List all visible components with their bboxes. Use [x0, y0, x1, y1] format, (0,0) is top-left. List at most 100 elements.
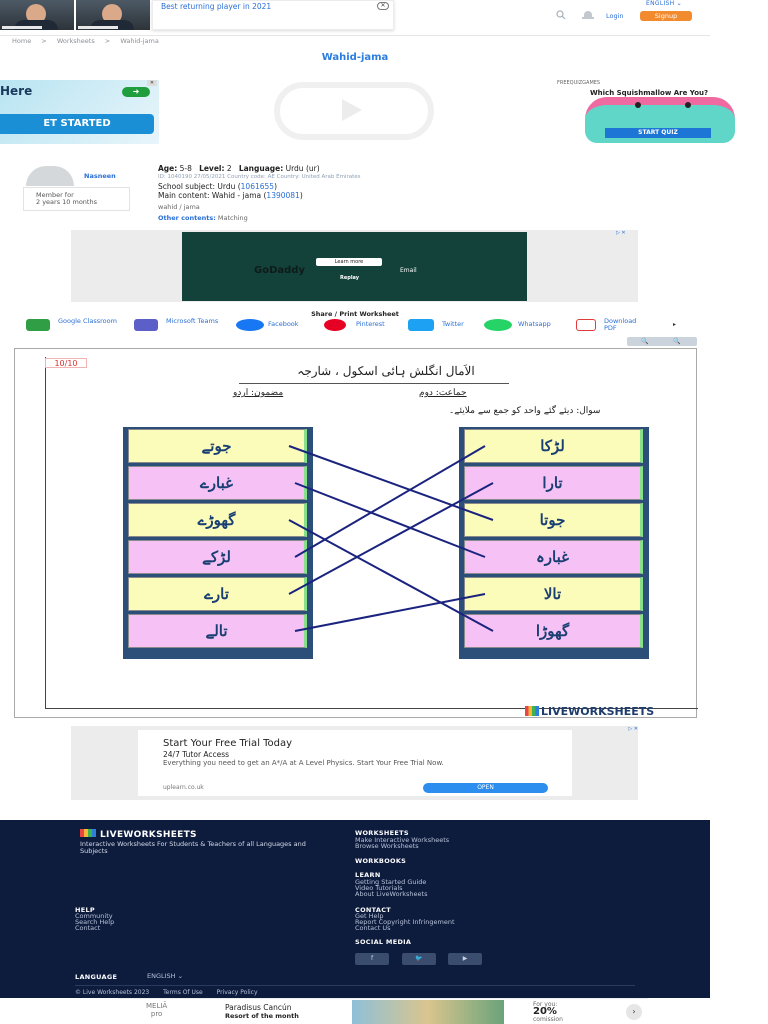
- tags[interactable]: wahid / jama: [158, 203, 200, 211]
- advertisement-left[interactable]: Here ➜ ET STARTED ✕: [0, 80, 159, 144]
- footer-link[interactable]: Make Interactive Worksheets: [355, 836, 450, 844]
- footer-tagline: Interactive Worksheets For Students & Te…: [80, 840, 306, 855]
- arrow-right-icon[interactable]: ➜: [122, 87, 150, 97]
- plural-word-cell[interactable]: تارے: [128, 577, 307, 611]
- twitter-icon[interactable]: 🐦: [402, 953, 436, 965]
- ad-choices-icon[interactable]: ▷ ✕: [628, 726, 638, 732]
- footer-link[interactable]: Community: [75, 912, 113, 920]
- plural-word-cell[interactable]: گھوڑے: [128, 503, 307, 537]
- ad-choices-icon[interactable]: ▷ ✕: [616, 230, 626, 236]
- microsoft-teams-icon: [134, 319, 158, 331]
- login-link[interactable]: Login: [606, 12, 624, 20]
- share-facebook[interactable]: Facebook: [236, 318, 326, 332]
- plural-word-cell[interactable]: غبارے: [128, 466, 307, 500]
- start-quiz-button[interactable]: START QUIZ: [605, 128, 711, 138]
- breadcrumb-worksheets[interactable]: Worksheets: [56, 37, 95, 45]
- zoom-in-icon[interactable]: 🔍: [641, 338, 649, 345]
- language-selector[interactable]: ENGLISH ⌄: [646, 0, 682, 7]
- ad-title: Start Your Free Trial Today: [163, 738, 293, 749]
- subject-link[interactable]: 1061655: [240, 182, 275, 191]
- share-twitter[interactable]: Twitter: [408, 318, 488, 332]
- copyright: © Live Worksheets 2023: [75, 989, 150, 996]
- youtube-icon[interactable]: ▶: [448, 953, 482, 965]
- advertisement-banner[interactable]: Learn more GoDaddy Email Replay ▷ ✕: [71, 230, 638, 302]
- member-duration: 2 years 10 months: [36, 198, 97, 206]
- singular-word-cell[interactable]: غبارہ: [464, 540, 643, 574]
- main-content-link[interactable]: 1390081: [266, 191, 300, 200]
- privacy-link[interactable]: Privacy Policy: [216, 989, 258, 996]
- age-value: 5-8: [179, 164, 192, 173]
- singular-word-cell[interactable]: لڑکا: [464, 429, 643, 463]
- learn-more-button[interactable]: Learn more: [316, 258, 382, 266]
- worksheet-heading: الاَمال انگلش ہائی اسکول ، شارجہ: [297, 364, 475, 378]
- plural-word-cell[interactable]: جوتے: [128, 429, 307, 463]
- video-thumbnail[interactable]: [76, 0, 150, 30]
- worksheet-canvas[interactable]: 10/10 الاَمال انگلش ہائی اسکول ، شارجہ ج…: [14, 348, 698, 718]
- close-icon[interactable]: ✕: [377, 2, 389, 10]
- share-download-pdf[interactable]: Download PDF: [576, 318, 676, 332]
- replay-button[interactable]: Replay: [340, 275, 360, 281]
- share-microsoft-teams[interactable]: Microsoft Teams: [134, 318, 234, 332]
- share-pinterest[interactable]: Pinterest: [324, 318, 414, 332]
- worksheet-frame: [45, 357, 698, 709]
- footer-link[interactable]: Report Copyright Infringement: [355, 918, 455, 926]
- footer-link[interactable]: Search Help: [75, 918, 115, 926]
- advertisement-banner[interactable]: Start Your Free Trial Today 24/7 Tutor A…: [71, 726, 638, 800]
- plural-word-cell[interactable]: لڑکے: [128, 540, 307, 574]
- plural-word-cell[interactable]: تالے: [128, 614, 307, 648]
- share-google-classroom[interactable]: Google Classroom: [26, 318, 126, 332]
- singular-word-cell[interactable]: جوتا: [464, 503, 643, 537]
- singular-word-cell[interactable]: تالا: [464, 577, 643, 611]
- signup-button[interactable]: Signup: [640, 11, 692, 21]
- advertisement-right[interactable]: FREEQUIZGAMES Which Squishmallow Are You…: [549, 80, 768, 146]
- promo-text: Best returning player in 2021: [161, 2, 272, 11]
- worksheet-question: سوال: دیئے گئے واحد کو جمع سے ملایئے۔: [449, 406, 601, 416]
- terms-link[interactable]: Terms Of Use: [163, 989, 203, 996]
- footer-link[interactable]: Get Help: [355, 912, 384, 920]
- worksheet-info: Age: 5-8 Level: 2 Language: Urdu (ur) ID…: [158, 164, 538, 223]
- share-whatsapp[interactable]: Whatsapp: [484, 318, 574, 332]
- footer-logo[interactable]: LIVEWORKSHEETS: [80, 829, 197, 840]
- author-name[interactable]: Nasneen: [84, 172, 116, 180]
- language-label: Language:: [238, 164, 284, 173]
- video-player[interactable]: [274, 82, 434, 140]
- ad-get-started-button[interactable]: ET STARTED: [0, 114, 154, 134]
- facebook-icon: [236, 319, 264, 331]
- ad-creative[interactable]: Learn more GoDaddy Email Replay: [182, 232, 527, 301]
- bell-icon[interactable]: [581, 10, 595, 20]
- level-value: 2: [226, 164, 232, 173]
- search-icon[interactable]: [556, 10, 566, 20]
- video-thumbnail[interactable]: [0, 0, 74, 30]
- ad-card[interactable]: Start Your Free Trial Today 24/7 Tutor A…: [138, 730, 572, 796]
- ad-headline: Which Squishmallow Are You?: [589, 89, 709, 97]
- singular-word-cell[interactable]: تارا: [464, 466, 643, 500]
- breadcrumb-home[interactable]: Home: [12, 37, 32, 45]
- other-contents-value[interactable]: Matching: [217, 214, 248, 222]
- share-more-icon[interactable]: ▸: [673, 321, 677, 328]
- ad-email-text: Email: [400, 267, 417, 274]
- footer-link[interactable]: Contact Us: [355, 924, 391, 932]
- singular-word-cell[interactable]: گھوڑا: [464, 614, 643, 648]
- footer-link[interactable]: About LiveWorksheets: [355, 890, 428, 898]
- zoom-out-icon[interactable]: 🔍: [673, 338, 681, 345]
- chevron-right-icon[interactable]: ›: [626, 1004, 642, 1020]
- footer-link[interactable]: Browse Worksheets: [355, 842, 419, 850]
- footer-link[interactable]: Getting Started Guide: [355, 878, 427, 886]
- avatar[interactable]: [26, 166, 74, 186]
- footer-language-selector[interactable]: ENGLISH ⌄: [147, 972, 184, 980]
- member-label: Member for: [36, 191, 74, 199]
- score-badge: 10/10: [45, 358, 87, 368]
- ad-close-icon[interactable]: ✕: [147, 80, 157, 86]
- footer-heading-workbooks[interactable]: WORKBOOKS: [355, 857, 407, 865]
- footer-link[interactable]: Video Tutorials: [355, 884, 403, 892]
- footer-link[interactable]: Contact: [75, 924, 101, 932]
- ad-open-button[interactable]: OPEN: [423, 783, 548, 793]
- play-icon[interactable]: [342, 99, 362, 121]
- footer-heading-worksheets: WORKSHEETS: [355, 829, 409, 837]
- promo-banner[interactable]: Best returning player in 2021 ✕: [152, 0, 394, 30]
- facebook-icon[interactable]: f: [355, 953, 389, 965]
